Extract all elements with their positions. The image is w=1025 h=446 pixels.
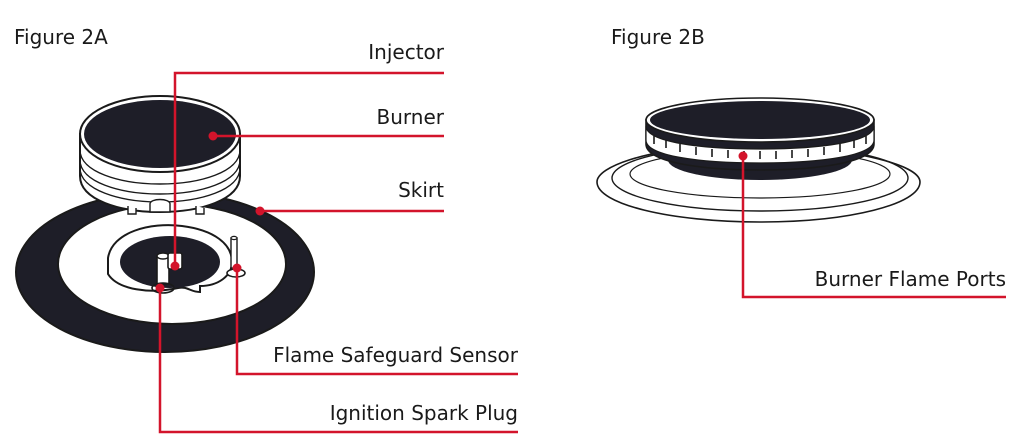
sensor-rod: [230, 237, 238, 269]
figure-2a-illustration: [15, 95, 315, 353]
label-burner-flame-ports: Burner Flame Ports: [814, 267, 1006, 291]
figure-2b-title: Figure 2B: [611, 25, 705, 49]
callouts: [158, 71, 1006, 434]
callout-dot-ignition: [155, 283, 165, 293]
callout-line-injector: [173, 71, 444, 266]
callout-dots: [155, 131, 748, 293]
callout-dot-injector: [170, 261, 180, 271]
callout-line-flame-ports: [741, 156, 1006, 299]
label-burner: Burner: [376, 105, 444, 129]
callout-dot-burner: [208, 131, 218, 141]
figure-2b-illustration: [596, 97, 921, 223]
figure-2a-title: Figure 2A: [14, 25, 108, 49]
label-flame-safeguard-sensor: Flame Safeguard Sensor: [273, 343, 518, 367]
label-ignition-spark-plug: Ignition Spark Plug: [329, 401, 518, 425]
callout-line-ignition: [158, 288, 518, 434]
label-skirt: Skirt: [398, 178, 444, 202]
callout-dot-flame-ports: [738, 151, 748, 161]
flame-ports: [653, 136, 867, 159]
callout-dot-flame-sensor: [232, 263, 242, 273]
callout-dot-skirt: [255, 206, 265, 216]
callout-line-flame-sensor: [235, 268, 518, 376]
port-band: [645, 125, 875, 164]
label-injector: Injector: [368, 40, 444, 64]
